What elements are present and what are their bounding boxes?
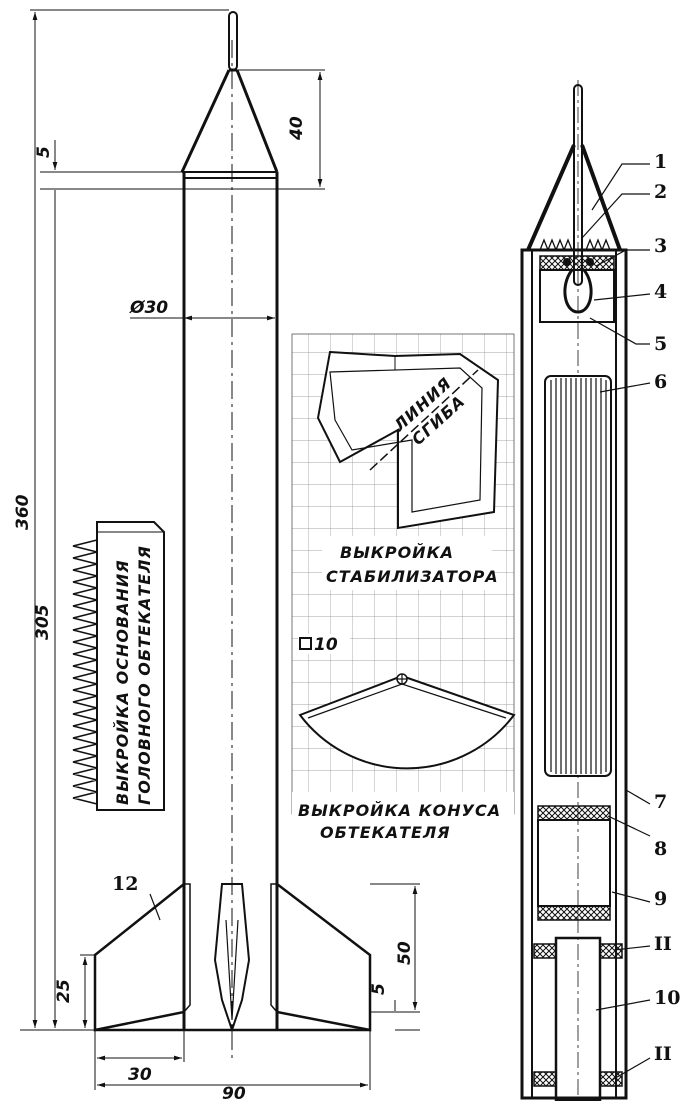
dim-overall-length: 360 xyxy=(13,494,33,530)
callout-4: 4 xyxy=(654,281,667,303)
rocket-side-view: 360 305 5 40 Ø30 50 5 25 30 90 xyxy=(13,9,420,1101)
section-bulkhead-top xyxy=(537,805,611,821)
callout-2: 2 xyxy=(654,181,667,203)
callout-7: 7 xyxy=(654,791,667,813)
dim-body-length: 305 xyxy=(33,605,53,641)
dim-fin-root: 25 xyxy=(54,979,74,1003)
callout-6: 6 xyxy=(654,371,667,393)
nose-cone xyxy=(180,68,279,173)
cone-caption-2: ОБТЕКАТЕЛЯ xyxy=(320,823,451,842)
grid-scale-label: 10 xyxy=(314,635,338,655)
fin-center xyxy=(213,883,251,1034)
nose-base-pattern: ВЫКРОЙКА ОСНОВАНИЯ ГОЛОВНОГО ОБТЕКАТЕЛЯ xyxy=(72,521,165,811)
callout-leaders xyxy=(149,163,651,1081)
fin-right xyxy=(275,881,372,1032)
section-bulkhead-bottom xyxy=(537,905,611,921)
nose-tip-rod xyxy=(228,11,238,71)
dim-fin-tip-width: 30 xyxy=(128,1065,152,1085)
dim-nose-base: 5 xyxy=(34,146,54,158)
callout-9: 9 xyxy=(654,888,667,910)
nose-base-caption-2: ГОЛОВНОГО ОБТЕКАТЕЛЯ xyxy=(135,545,154,805)
callout-1: 1 xyxy=(654,151,667,173)
section-parachute xyxy=(544,375,612,777)
dim-fin-offset: 5 xyxy=(369,983,389,995)
callout-11-bottom: II xyxy=(654,1043,672,1065)
section-engine-ring-top-right xyxy=(599,943,623,959)
section-shock-loop xyxy=(563,269,593,314)
callout-11-top: II xyxy=(654,933,672,955)
callout-12: 12 xyxy=(112,873,138,895)
section-engine-ring-bottom-left xyxy=(533,1071,557,1087)
section-engine-ring-bottom-right xyxy=(599,1071,623,1087)
callout-5: 5 xyxy=(654,333,667,355)
callout-8: 8 xyxy=(654,838,667,860)
dim-fin-span: 90 xyxy=(222,1084,246,1101)
dim-fin-height: 50 xyxy=(395,941,415,965)
callout-numbers: 1 2 3 4 5 6 7 8 9 II 10 II 12 xyxy=(112,151,680,1065)
stabilizer-caption-1: ВЫКРОЙКА xyxy=(340,543,454,562)
nose-base-caption-1: ВЫКРОЙКА ОСНОВАНИЯ xyxy=(113,559,132,805)
section-body-tube xyxy=(520,248,628,1100)
dim-nose-cone: 40 xyxy=(287,116,307,141)
section-nose-cone xyxy=(526,144,622,251)
cone-caption-1: ВЫКРОЙКА КОНУСА xyxy=(298,801,501,820)
fin-left xyxy=(93,881,186,1032)
section-nose-base xyxy=(539,269,615,323)
dim-diameter: Ø30 xyxy=(129,298,168,318)
callout-10: 10 xyxy=(654,987,680,1009)
section-engine-tube xyxy=(554,936,602,1101)
callout-3: 3 xyxy=(654,235,667,257)
pattern-grid-sheet: ЛИНИЯ СГИБА ВЫКРОЙКА СТАБИЛИЗАТОРА 10 ВЫ… xyxy=(291,333,516,842)
section-engine-ring-top-left xyxy=(533,943,557,959)
stabilizer-caption-2: СТАБИЛИЗАТОРА xyxy=(326,567,499,586)
section-nose-plug xyxy=(539,255,615,271)
stabilizer-pattern xyxy=(316,350,500,530)
rocket-section-view xyxy=(520,80,628,1101)
grid-scale-square xyxy=(299,637,312,650)
cone-pattern xyxy=(298,674,516,770)
